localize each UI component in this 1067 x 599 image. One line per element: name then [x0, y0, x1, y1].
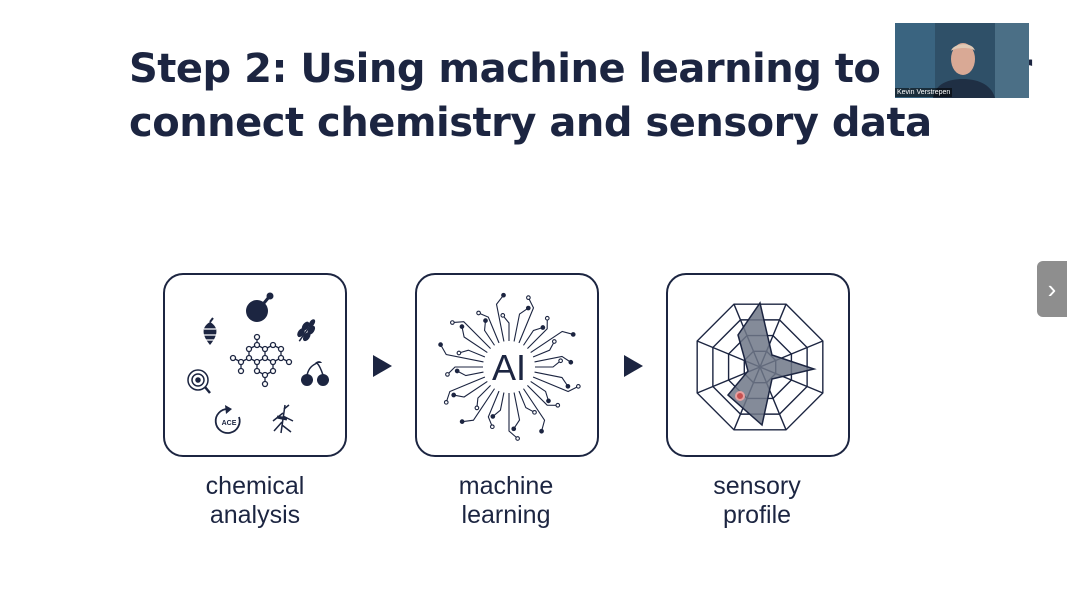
molecule-structure-icon — [229, 333, 293, 388]
slide-title-line-1: Step 2: Using machine learning to better — [129, 46, 1032, 92]
flow-arrow-1 — [373, 355, 392, 377]
radar-chart-icon — [696, 301, 824, 431]
cursor-pointer-dot — [735, 391, 745, 401]
machine-learning-box: AI — [415, 273, 599, 457]
flow-arrow-2 — [624, 355, 643, 377]
slide-title-line-2: connect chemistry and sensory data — [129, 100, 932, 146]
caption-chemical-analysis: chemical analysis — [205, 472, 305, 529]
yeast-cell-icon — [187, 369, 211, 394]
root-herb-icon — [272, 404, 294, 434]
hop-icon — [203, 317, 217, 345]
caption-sensory-profile: sensory profile — [713, 472, 801, 529]
ai-label: AI — [492, 347, 526, 388]
molecule-ball-icon — [246, 292, 274, 322]
slide-title: Step 2: Using machine learning to better… — [129, 42, 1032, 150]
participant-name-label: Kevin Verstrepen — [895, 88, 953, 97]
cherry-icon — [301, 361, 329, 386]
wheat-icon — [297, 319, 316, 342]
ace-cycle-icon: ACE — [214, 405, 241, 434]
ace-label: ACE — [222, 420, 237, 427]
participant-video-tile[interactable]: Kevin Verstrepen — [895, 23, 1029, 98]
chemical-icons: ACE — [187, 292, 329, 434]
chemical-analysis-box: ACE — [163, 273, 347, 457]
participant-video-frame — [895, 23, 1029, 98]
chevron-right-icon: › — [1047, 273, 1057, 304]
caption-machine-learning: machine learning — [458, 472, 554, 529]
ai-circuit-icon: AI — [438, 292, 581, 441]
radar-profile-shape — [726, 301, 817, 427]
next-slide-button[interactable]: › — [1037, 261, 1067, 317]
sensory-profile-box — [666, 273, 850, 457]
